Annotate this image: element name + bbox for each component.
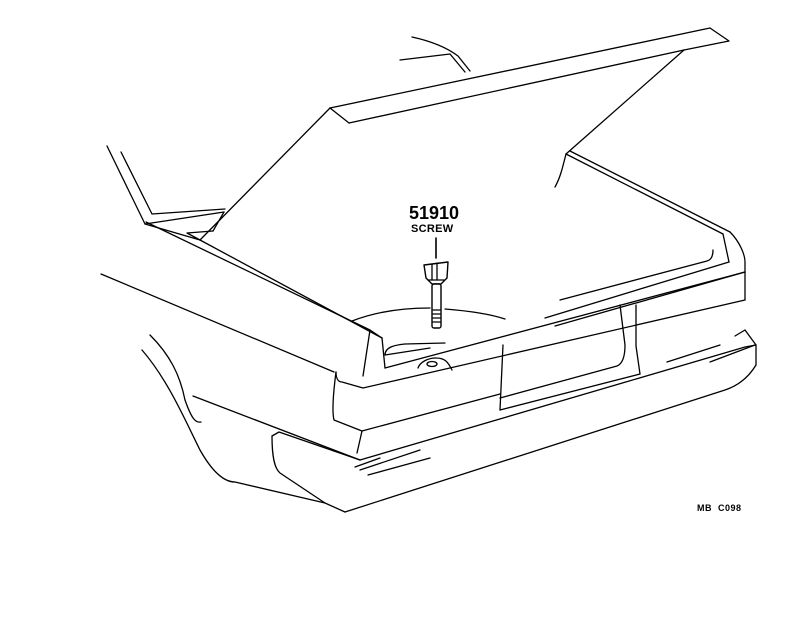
wheel-arch (141, 334, 326, 504)
trunk-floor (351, 307, 506, 356)
part-name-label: SCREW (411, 223, 454, 235)
body-right-quarter (544, 150, 746, 327)
rear-bumper (271, 329, 757, 513)
trunk-lid (199, 27, 730, 241)
license-plate-recess (499, 304, 641, 411)
rear-panel (332, 271, 746, 454)
trunk-lock-emblem (417, 357, 453, 371)
rear-roof-pillar (106, 145, 226, 241)
part-number-label: 51910 (409, 203, 460, 223)
diagram-reference-code: MB C098 (697, 503, 742, 513)
screw-part-51910 (423, 237, 449, 329)
body-left-side (100, 221, 383, 461)
